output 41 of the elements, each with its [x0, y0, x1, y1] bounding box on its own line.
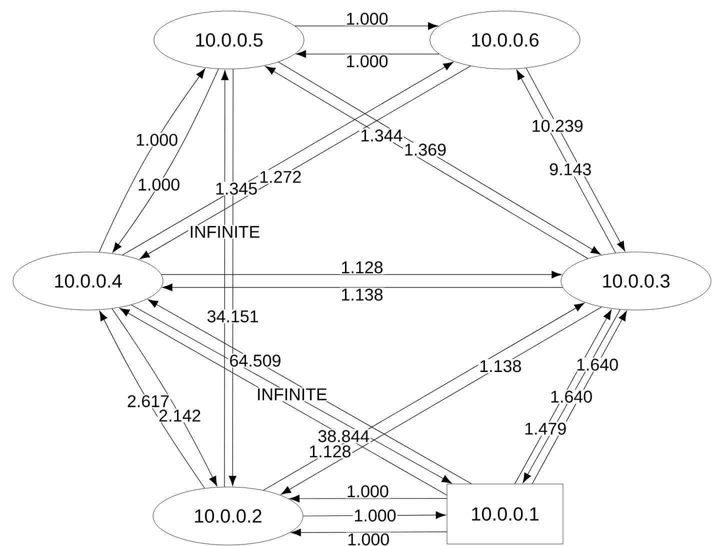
edge-label: 1.000 [344, 12, 390, 26]
edge-label: 1.000 [346, 532, 391, 546]
edge-label: 1.138 [478, 359, 523, 374]
edge-label: INFINITE [256, 388, 328, 402]
edge-label: 1.344 [359, 128, 404, 143]
edge-label: 2.617 [126, 394, 171, 408]
edge-label: 1.000 [345, 484, 390, 498]
arrow [112, 308, 218, 486]
edge-label: 34.151 [206, 309, 260, 324]
edge-label: 1.345 [214, 182, 259, 196]
arrow [161, 270, 562, 278]
edge-label: INFINITE [188, 225, 262, 239]
arrow [289, 494, 448, 502]
edge-label: 1.128 [340, 260, 384, 274]
arrow [290, 528, 448, 536]
host-box: 10.0.0.1 [446, 484, 564, 544]
edge-label: 1.128 [308, 444, 352, 458]
edge-label: 2.142 [158, 408, 202, 422]
arrow [296, 50, 440, 58]
arrow [112, 68, 219, 253]
edge-label: 1.272 [258, 170, 303, 184]
edge-label: 1.138 [340, 288, 384, 302]
edge-label: 1.479 [523, 422, 568, 436]
edge-label: 38.844 [316, 429, 371, 444]
edge-label: 1.369 [402, 142, 448, 157]
arrow [162, 284, 563, 292]
arrow [526, 68, 626, 252]
edge-label: 1.640 [549, 390, 594, 404]
arrow [294, 22, 438, 30]
arrow [98, 68, 206, 252]
edge-label: 1.000 [352, 508, 398, 523]
arrow [99, 310, 205, 489]
edge-label: 1.000 [134, 132, 180, 147]
edge-label: 64.509 [228, 354, 282, 368]
edge-label: 1.000 [136, 178, 182, 192]
edge-label: 10.239 [530, 118, 584, 133]
edge-label: 1.000 [344, 54, 390, 68]
edge-label: 9.143 [548, 162, 593, 176]
edge-label: 1.640 [575, 358, 620, 372]
arrow [516, 70, 616, 254]
arrow [221, 70, 229, 488]
